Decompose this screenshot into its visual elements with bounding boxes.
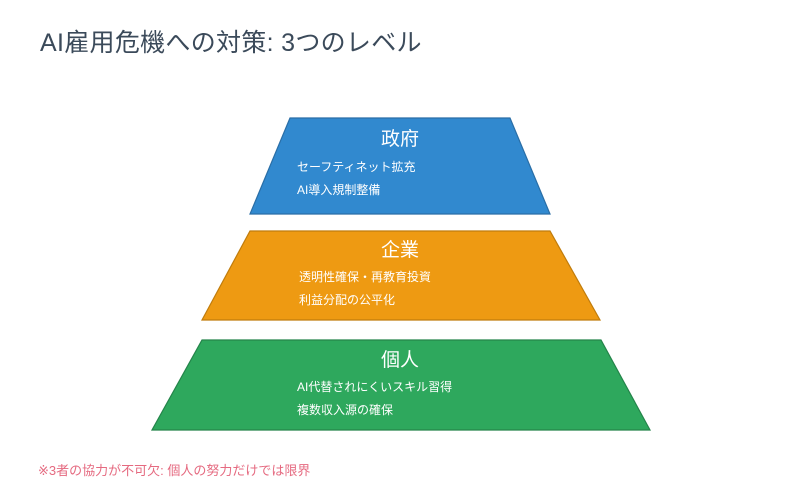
pyramid-tier-government-line-2: AI導入規制整備	[297, 183, 381, 197]
pyramid-tier-corporate-line-1: 透明性確保・再教育投資	[299, 270, 432, 284]
pyramid-tier-government-shape[interactable]	[249, 117, 551, 215]
pyramid-tier-corporate-shape[interactable]	[200, 230, 602, 321]
pyramid-tier-individual-line-1: AI代替されにくいスキル習得	[297, 380, 453, 394]
pyramid-tier-government-line-1: セーフティネット拡充	[297, 160, 416, 174]
pyramid-tier-government-heading: 政府	[380, 129, 419, 150]
pyramid-tier-individual-shape[interactable]	[150, 339, 652, 431]
pyramid-tier-corporate-line-2: 利益分配の公平化	[299, 293, 396, 307]
pyramid-tier-individual-heading: 個人	[380, 350, 419, 371]
pyramid-tier-corporate-heading: 企業	[380, 240, 419, 261]
footnote-text: ※3者の協力が不可欠: 個人の努力だけでは限界	[38, 463, 311, 478]
page-title: AI雇用危機への対策: 3つのレベル	[40, 29, 422, 57]
pyramid-tier-individual-line-2: 複数収入源の確保	[297, 403, 394, 417]
